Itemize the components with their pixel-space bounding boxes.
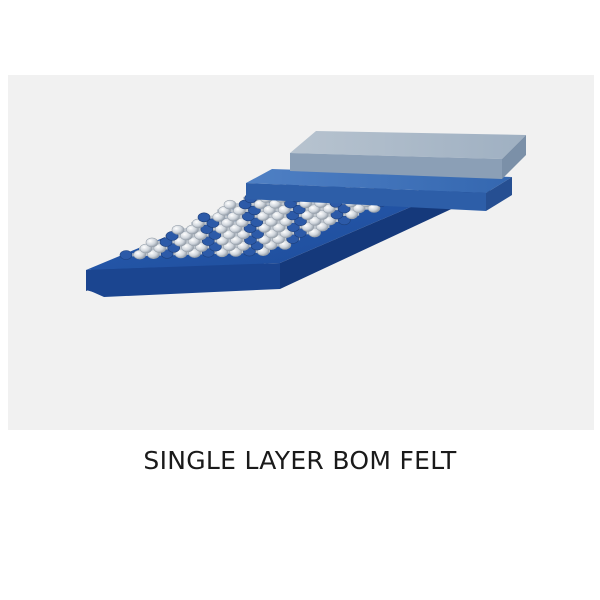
weave-knot-silver	[171, 225, 185, 235]
weave-knot-silver	[223, 199, 237, 210]
batt-layer-upper	[290, 131, 526, 179]
weave-knot-silver	[145, 237, 159, 248]
weave-knot-blue	[119, 250, 133, 260]
weave-knot-blue	[197, 212, 211, 223]
product-caption: SINGLE LAYER BOM FELT	[143, 446, 457, 475]
felt-layers-illustration	[86, 131, 526, 297]
felt-illustration-panel	[8, 75, 594, 430]
